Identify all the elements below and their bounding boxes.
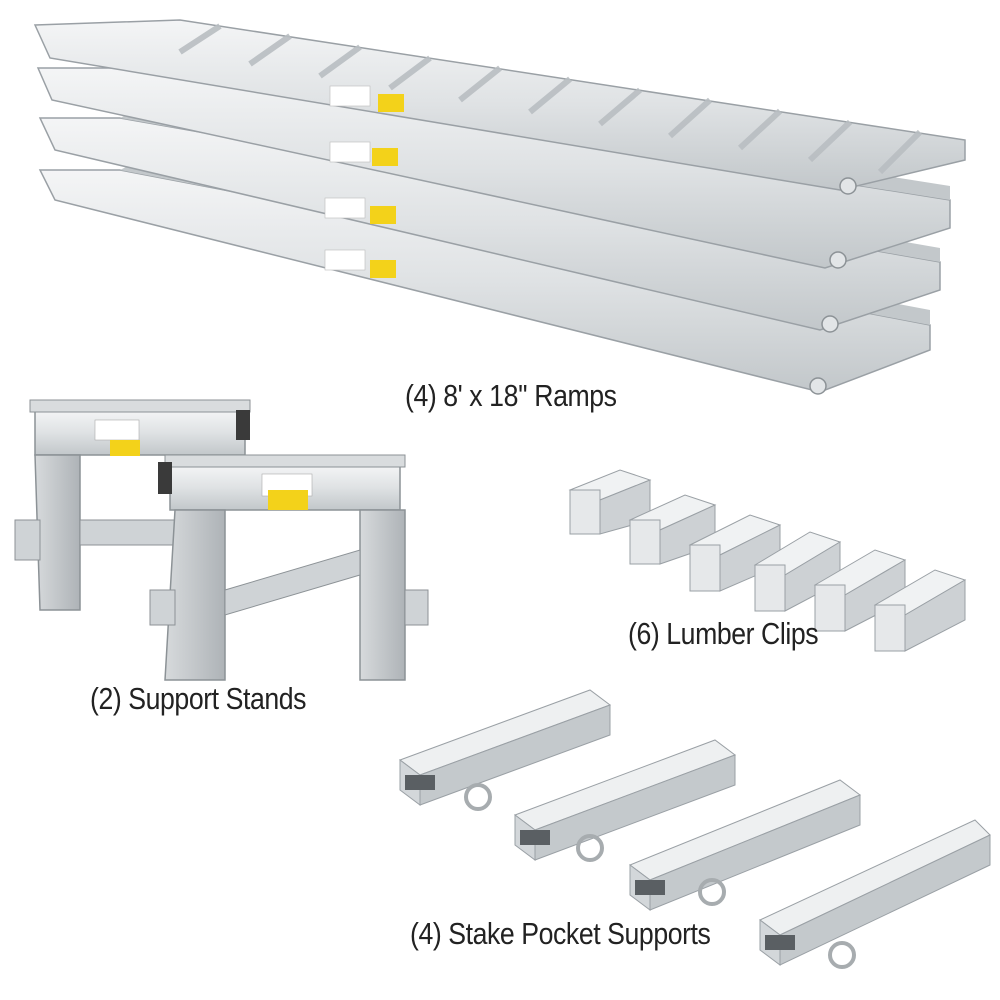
- lumber-clip: [628, 494, 717, 565]
- ramp-warning-label: [329, 85, 404, 112]
- ramp-warning-label: [324, 249, 396, 278]
- support-stands-caption: (2) Support Stands: [90, 681, 307, 716]
- lumber-clips-caption: (6) Lumber Clips: [628, 616, 819, 651]
- support-stand: [14, 399, 251, 611]
- support-stand: [149, 454, 429, 681]
- ramps-caption: (4) 8' x 18'' Ramps: [405, 378, 617, 413]
- ramp: [33, 19, 966, 195]
- lumber-clip: [873, 569, 967, 652]
- ramp-warning-label: [324, 197, 396, 224]
- stake-pocket-support: [513, 739, 737, 862]
- lumber-clip: [568, 469, 652, 535]
- stake-pocket-supports-caption: (4) Stake Pocket Supports: [410, 916, 711, 951]
- stake-pocket-support: [759, 819, 991, 969]
- ramp-stack: [33, 19, 966, 395]
- lumber-clip: [753, 531, 842, 612]
- lumber-clip: [813, 549, 907, 632]
- stake-pocket-support: [398, 689, 612, 811]
- lumber-clip: [688, 514, 782, 592]
- stand-warning-label: [261, 473, 313, 510]
- stake-pocket-support: [628, 779, 862, 911]
- ramp-warning-label: [329, 141, 398, 166]
